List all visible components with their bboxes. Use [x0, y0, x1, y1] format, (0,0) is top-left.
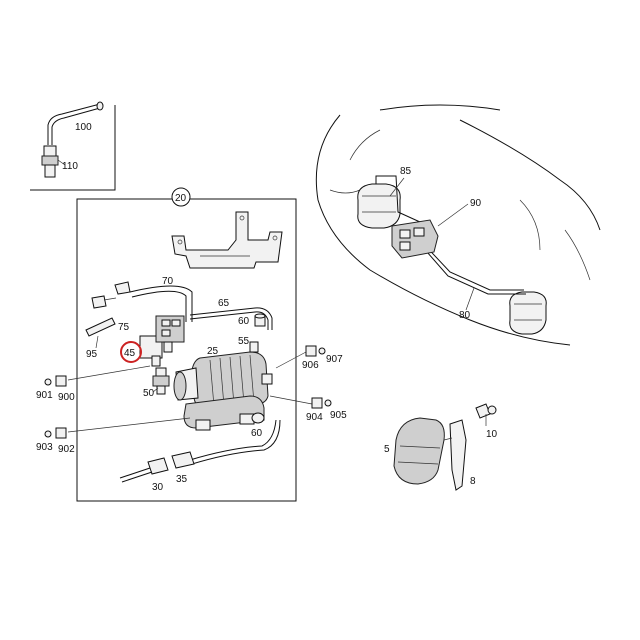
part-5-8-reservoir: 5 8: [384, 417, 476, 491]
callout-45[interactable]: 45: [124, 348, 136, 359]
compressor-kit-box: 20: [76, 187, 297, 502]
callout-30[interactable]: 30: [152, 482, 164, 493]
callout-circle-20: [171, 187, 191, 207]
callout-85[interactable]: 85: [400, 166, 412, 177]
callout-907[interactable]: 907: [326, 354, 343, 365]
vehicle-outline: [315, 104, 601, 346]
callout-110[interactable]: 110: [62, 161, 78, 172]
callout-903[interactable]: 903: [36, 442, 53, 453]
part-75-pipe: 75 95: [85, 317, 130, 360]
part-45-valve-block: 45: [120, 315, 185, 367]
callout-905[interactable]: 905: [330, 410, 347, 421]
callout-901[interactable]: 901: [36, 390, 53, 401]
callout-25[interactable]: 25: [207, 346, 219, 357]
mounting-bracket: [171, 211, 283, 269]
callout-906[interactable]: 906: [302, 360, 319, 371]
callout-50[interactable]: 50: [143, 388, 155, 399]
callout-904[interactable]: 904: [306, 412, 323, 423]
callout-75[interactable]: 75: [118, 322, 130, 333]
callout-5[interactable]: 5: [384, 444, 390, 455]
part-30-35-intake: 30 35: [119, 419, 281, 493]
air-spring-lines: 85 90 80: [357, 166, 547, 335]
callout-10[interactable]: 10: [486, 429, 498, 440]
part-25-compressor: 25: [173, 346, 273, 431]
callout-70[interactable]: 70: [162, 276, 174, 287]
part-10-bolt: 10: [475, 403, 498, 440]
callout-8[interactable]: 8: [470, 476, 476, 487]
callout-100[interactable]: 100: [75, 122, 92, 133]
callout-65[interactable]: 65: [218, 298, 230, 309]
hose-lines: 70 65: [91, 276, 273, 330]
part-55-fitting: 55: [238, 336, 259, 353]
highlight-circle-45: [120, 341, 142, 363]
part-50-sensor: 50: [143, 367, 170, 399]
part-60-bottom: 60: [251, 412, 265, 439]
callout-20[interactable]: 20: [175, 193, 187, 204]
callout-90[interactable]: 90: [470, 198, 482, 209]
callout-902[interactable]: 902: [58, 444, 75, 455]
callout-900[interactable]: 900: [58, 392, 75, 403]
callout-60-top[interactable]: 60: [238, 316, 250, 327]
callout-95[interactable]: 95: [86, 349, 98, 360]
part-60-top: 60: [238, 313, 266, 327]
callout-35[interactable]: 35: [176, 474, 188, 485]
detail-inset-100-110: 100 110: [30, 101, 116, 191]
callout-60-bottom[interactable]: 60: [251, 428, 263, 439]
callout-80[interactable]: 80: [459, 310, 471, 321]
external-fittings: 906 907 904 905 901 900 903 902: [36, 345, 347, 455]
callout-55[interactable]: 55: [238, 336, 250, 347]
